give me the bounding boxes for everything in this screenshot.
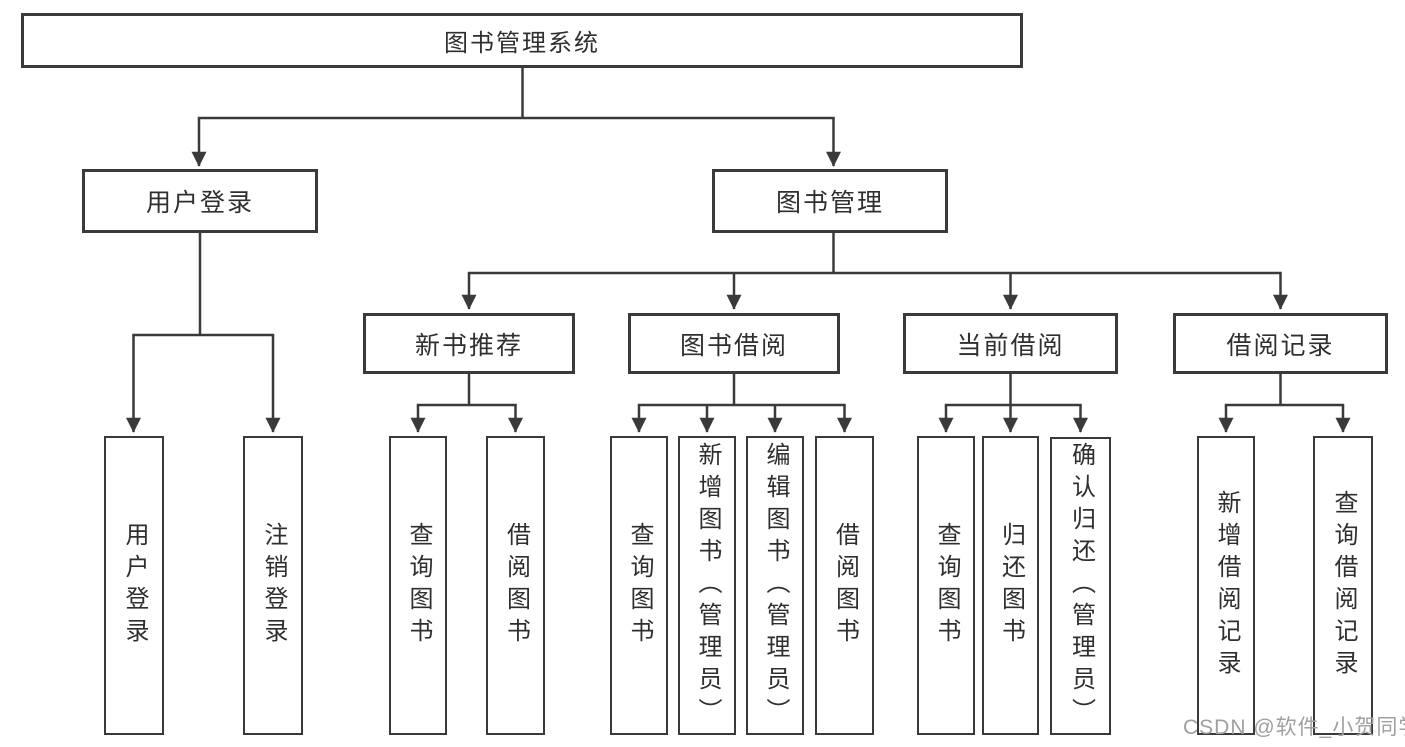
leaf-confirm-return-admin: 确认归还（管理员） [1050, 437, 1111, 735]
node-user-login: 用户登录 [82, 169, 318, 233]
node-label: 新增借阅记录 [1213, 489, 1240, 682]
csdn-watermark: CSDN @软件_小贺同学 [1183, 716, 1405, 739]
node-label: 当前借阅 [956, 331, 1065, 360]
node-label: 新书推荐 [414, 331, 523, 360]
leaf-add-borrow-record: 新增借阅记录 [1197, 436, 1255, 735]
node-label: 查询图书 [405, 521, 432, 650]
connector-userlogin-to-leaves [126, 231, 281, 433]
connector-records-to-leaves [1218, 373, 1351, 433]
node-new-book-recommend: 新书推荐 [363, 313, 575, 374]
node-label: 查询图书 [626, 521, 653, 650]
connector-bookmgmt-to-level3 [461, 231, 1288, 310]
node-borrow-records: 借阅记录 [1173, 313, 1388, 374]
leaf-add-books-admin: 新增图书（管理员） [678, 436, 736, 735]
leaf-logout: 注销登录 [243, 436, 303, 735]
node-label: 图书借阅 [679, 331, 788, 360]
node-label: 归还图书 [997, 521, 1025, 650]
node-library-system: 图书管理系统 [21, 13, 1023, 68]
leaf-query-books-borrow: 查询图书 [610, 436, 668, 735]
node-book-management: 图书管理 [712, 169, 948, 233]
node-label: 借阅图书 [502, 521, 530, 650]
connector-current-to-leaves [938, 373, 1088, 433]
leaf-edit-books-admin: 编辑图书（管理员） [746, 436, 804, 735]
node-book-borrow: 图书借阅 [628, 313, 840, 374]
node-label: 编辑图书（管理员） [762, 441, 789, 730]
node-label: 借阅图书 [831, 521, 859, 650]
leaf-user-login: 用户登录 [104, 436, 164, 735]
node-label: 注销登录 [260, 521, 287, 650]
node-current-borrow: 当前借阅 [903, 313, 1118, 374]
leaf-return-books: 归还图书 [982, 436, 1039, 735]
leaf-query-books-current: 查询图书 [917, 436, 975, 735]
node-label: 新增图书（管理员） [694, 441, 721, 730]
connector-root-to-level2 [191, 66, 841, 167]
leaf-query-borrow-record: 查询借阅记录 [1313, 436, 1373, 735]
leaf-query-books-recommend: 查询图书 [389, 436, 447, 735]
node-label: 借阅记录 [1226, 331, 1335, 360]
node-label: 图书管理 [775, 189, 884, 217]
node-label: 查询图书 [933, 521, 960, 650]
node-label: 确认归还（管理员） [1067, 442, 1095, 730]
node-label: 用户登录 [145, 189, 254, 217]
connector-newbooks-to-leaves [410, 373, 523, 433]
leaf-borrow-books: 借阅图书 [815, 436, 874, 735]
node-label: 查询借阅记录 [1330, 489, 1357, 682]
connector-borrow-to-leaves [631, 373, 852, 433]
leaf-borrow-books-recommend: 借阅图书 [486, 436, 545, 735]
node-label: 用户登录 [121, 521, 148, 650]
node-label: 图书管理系统 [444, 30, 600, 57]
